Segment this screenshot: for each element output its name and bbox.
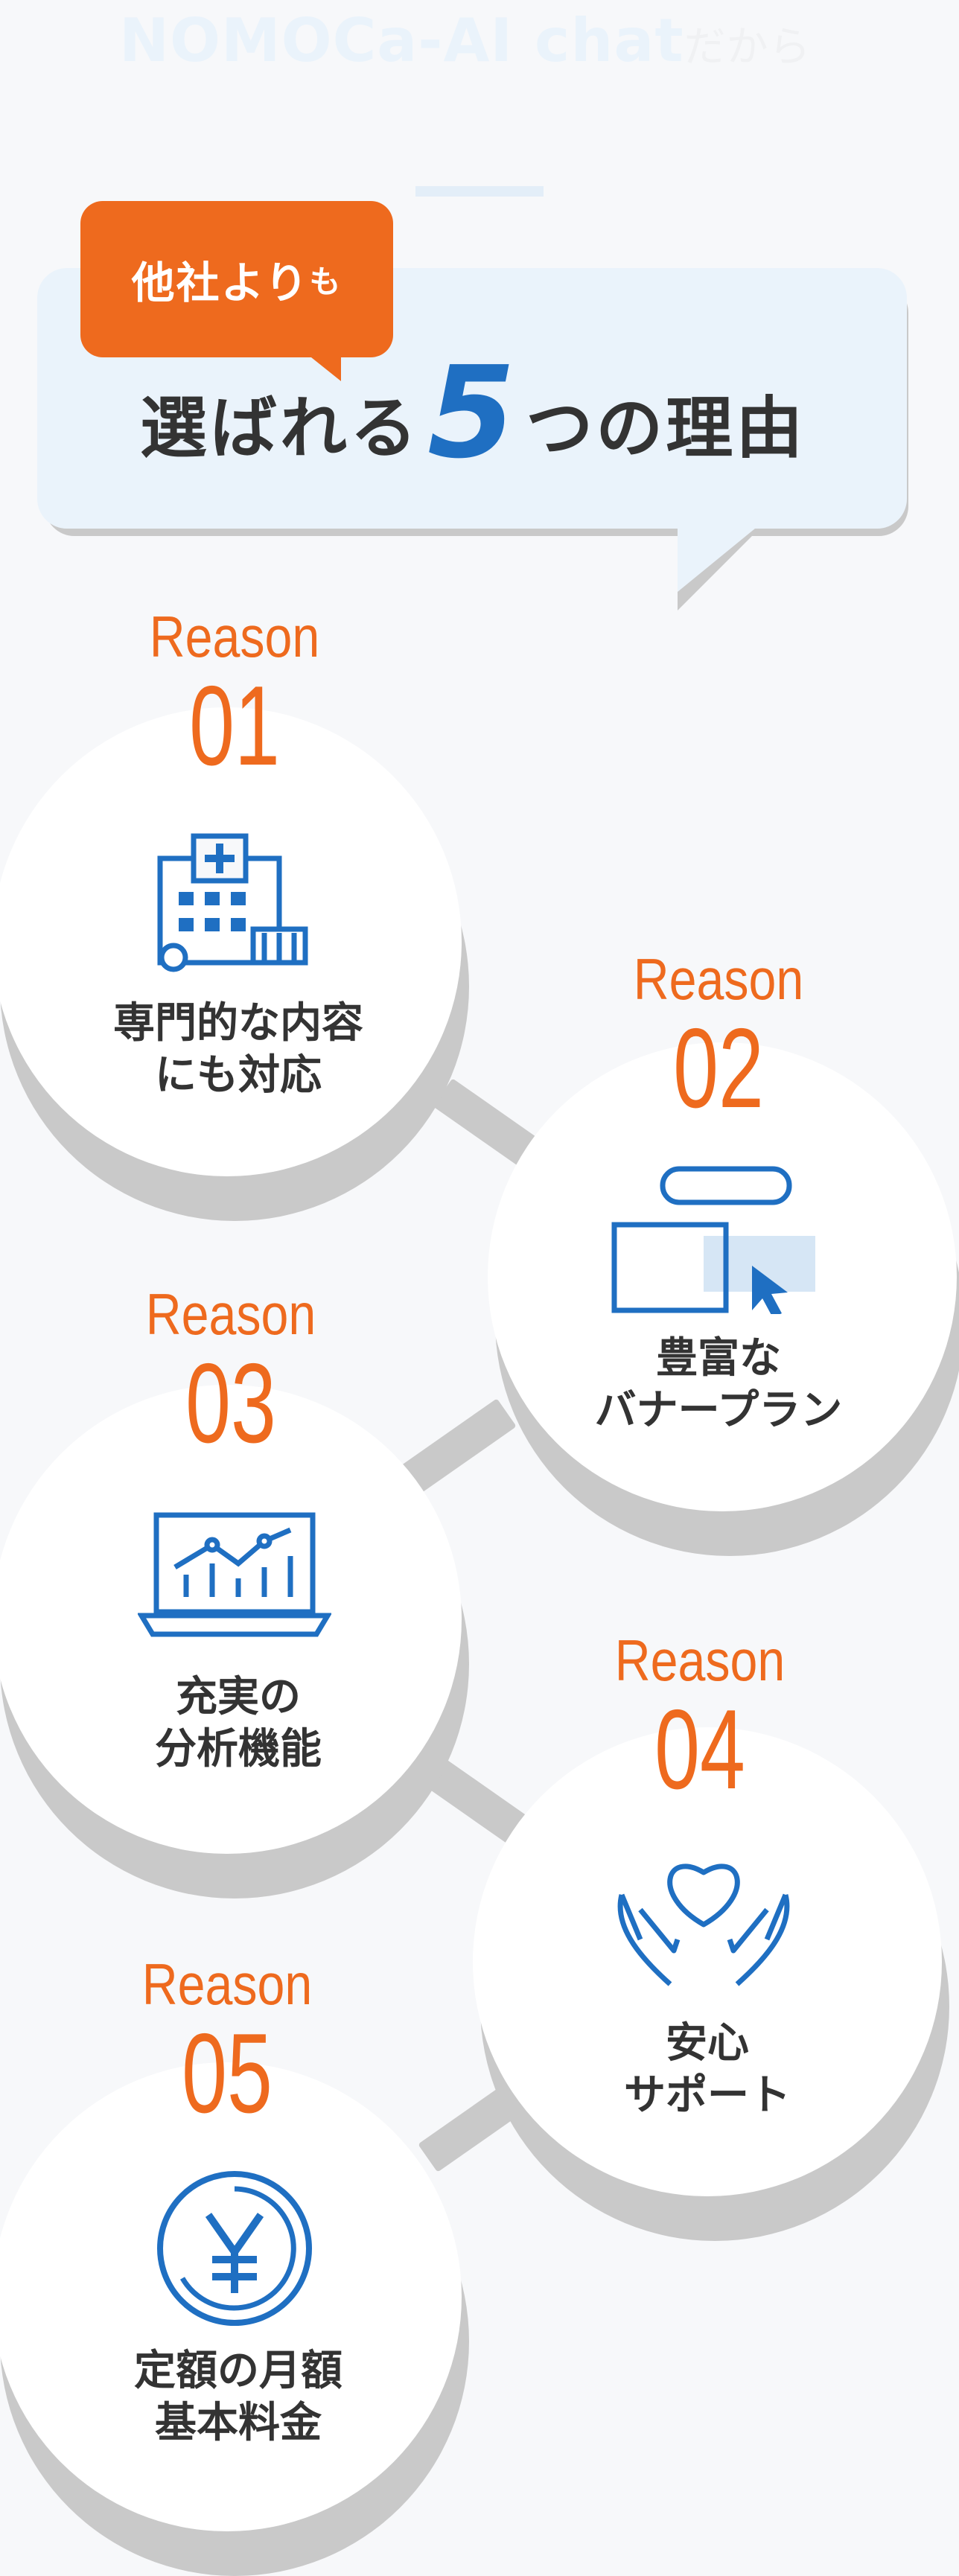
reason-02-number: 02 xyxy=(673,1005,764,1132)
reason-01-heading: Reason 01 xyxy=(101,603,369,782)
headline-pre: 選ばれる xyxy=(140,389,420,468)
reason-02-heading: Reason 02 xyxy=(584,946,853,1132)
reason-05-circle xyxy=(0,2062,462,2531)
reason-05-line2: 基本料金 xyxy=(155,2399,322,2447)
reason-04-caption: 安心 サポート xyxy=(551,2018,864,2122)
reason-05-number: 05 xyxy=(182,2010,273,2137)
reason-03-number: 03 xyxy=(185,1340,276,1467)
watermark-sub: だから xyxy=(684,23,812,71)
tag-tail xyxy=(304,351,341,381)
reason-02-line1: 豊富な xyxy=(656,1334,781,1383)
reason-03-caption: 充実の 分析機能 xyxy=(82,1671,395,1776)
reason-03-line2: 分析機能 xyxy=(155,1725,322,1773)
divider xyxy=(415,186,544,197)
reason-01-line1: 専門的な内容 xyxy=(113,999,363,1048)
reason-03-label: Reason xyxy=(145,1281,316,1347)
reason-03-line1: 充実の xyxy=(176,1673,301,1721)
reason-03-heading: Reason 03 xyxy=(97,1281,365,1467)
reason-05-line1: 定額の月額 xyxy=(134,2347,342,2395)
tag-small-text: も xyxy=(309,263,342,300)
reason-04-number: 04 xyxy=(654,1686,745,1813)
yen-coin-icon xyxy=(153,2167,316,2330)
headline-number: 5 xyxy=(427,339,519,487)
watermark-main: NOMOCa-AI chat xyxy=(119,6,684,75)
reason-02-label: Reason xyxy=(633,946,804,1012)
tag-badge: 他社よりも xyxy=(80,201,393,357)
tag-text: 他社より xyxy=(131,258,310,308)
reason-01-label: Reason xyxy=(149,604,320,669)
headline: 選ばれる 5 つの理由 xyxy=(140,350,806,476)
headline-post: つの理由 xyxy=(526,389,806,468)
banner-cursor-icon xyxy=(607,1165,830,1314)
reason-05-heading: Reason 05 xyxy=(93,1951,361,2137)
banner-tail xyxy=(678,525,759,592)
reason-04-heading: Reason 04 xyxy=(566,1627,834,1813)
reason-05-caption: 定額の月額 基本料金 xyxy=(82,2345,395,2449)
reason-04-line2: サポート xyxy=(624,2071,791,2120)
reason-04-circle xyxy=(473,1727,942,2196)
reason-04-line1: 安心 xyxy=(666,2019,749,2068)
reason-01-number: 01 xyxy=(189,663,280,789)
reason-01-line2: にも対応 xyxy=(155,1051,322,1100)
watermark-title: NOMOCa-AI chatだから xyxy=(119,6,812,75)
reason-02-line2: バナープラン xyxy=(594,1386,843,1435)
analytics-laptop-icon xyxy=(138,1508,331,1642)
reason-01-circle xyxy=(0,707,462,1176)
heart-hands-icon xyxy=(607,1843,800,1992)
reason-01-caption: 専門的な内容 にも対応 xyxy=(82,998,395,1102)
reason-02-handle xyxy=(399,1398,517,1495)
reason-05-label: Reason xyxy=(141,1951,313,2017)
reason-04-label: Reason xyxy=(614,1627,786,1693)
reason-02-caption: 豊富な バナープラン xyxy=(562,1333,875,1437)
hospital-icon xyxy=(153,832,316,974)
